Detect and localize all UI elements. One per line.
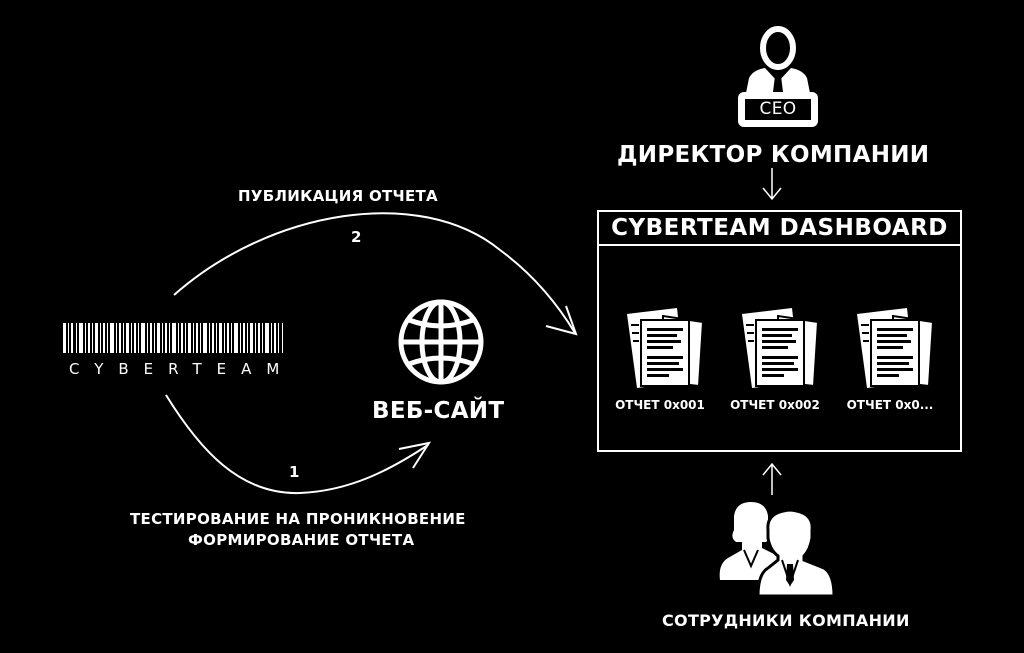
ceo-badge: CEO [759, 99, 797, 119]
step1-label-line2: ФОРМИРОВАНИЕ ОТЧЕТА [188, 531, 415, 549]
step1-number: 1 [289, 463, 300, 481]
globe-icon [397, 298, 485, 390]
ceo-label: ДИРЕКТОР КОМПАНИИ [617, 142, 930, 168]
step2-label: ПУБЛИКАЦИЯ ОТЧЕТА [238, 187, 438, 205]
report-item[interactable]: ОТЧЕТ 0x002 [720, 302, 830, 412]
arrow-step1 [165, 394, 429, 495]
ceo-icon: CEO [735, 26, 821, 134]
documents-icon [742, 308, 820, 388]
documents-icon [857, 308, 935, 388]
report-item[interactable]: ОТЧЕТ 0x001 [605, 302, 715, 412]
cyberteam-barcode-logo: CYBERTEAM [63, 323, 285, 378]
barcode-icon [63, 323, 283, 353]
step2-number: 2 [351, 228, 362, 246]
website-label: ВЕБ-САЙТ [372, 398, 505, 424]
barcode-label: CYBERTEAM [69, 360, 295, 378]
employees-label: СОТРУДНИКИ КОМПАНИИ [662, 611, 910, 630]
report-label: ОТЧЕТ 0x001 [615, 398, 705, 412]
arrow-step2 [173, 212, 576, 334]
report-label: ОТЧЕТ 0x0... [846, 398, 934, 412]
dashboard-title: CYBERTEAM DASHBOARD [599, 212, 960, 246]
employees-icon [718, 500, 836, 600]
arrow-down-ceo [762, 168, 782, 201]
documents-icon [627, 308, 705, 388]
arrow-up-employees [762, 462, 782, 495]
step1-label-line1: ТЕСТИРОВАНИЕ НА ПРОНИКНОВЕНИЕ [130, 510, 466, 528]
cyberteam-dashboard: CYBERTEAM DASHBOARD ОТЧЕТ 0x001 [597, 210, 962, 452]
report-item[interactable]: ОТЧЕТ 0x0... [835, 302, 945, 412]
report-label: ОТЧЕТ 0x002 [730, 398, 820, 412]
